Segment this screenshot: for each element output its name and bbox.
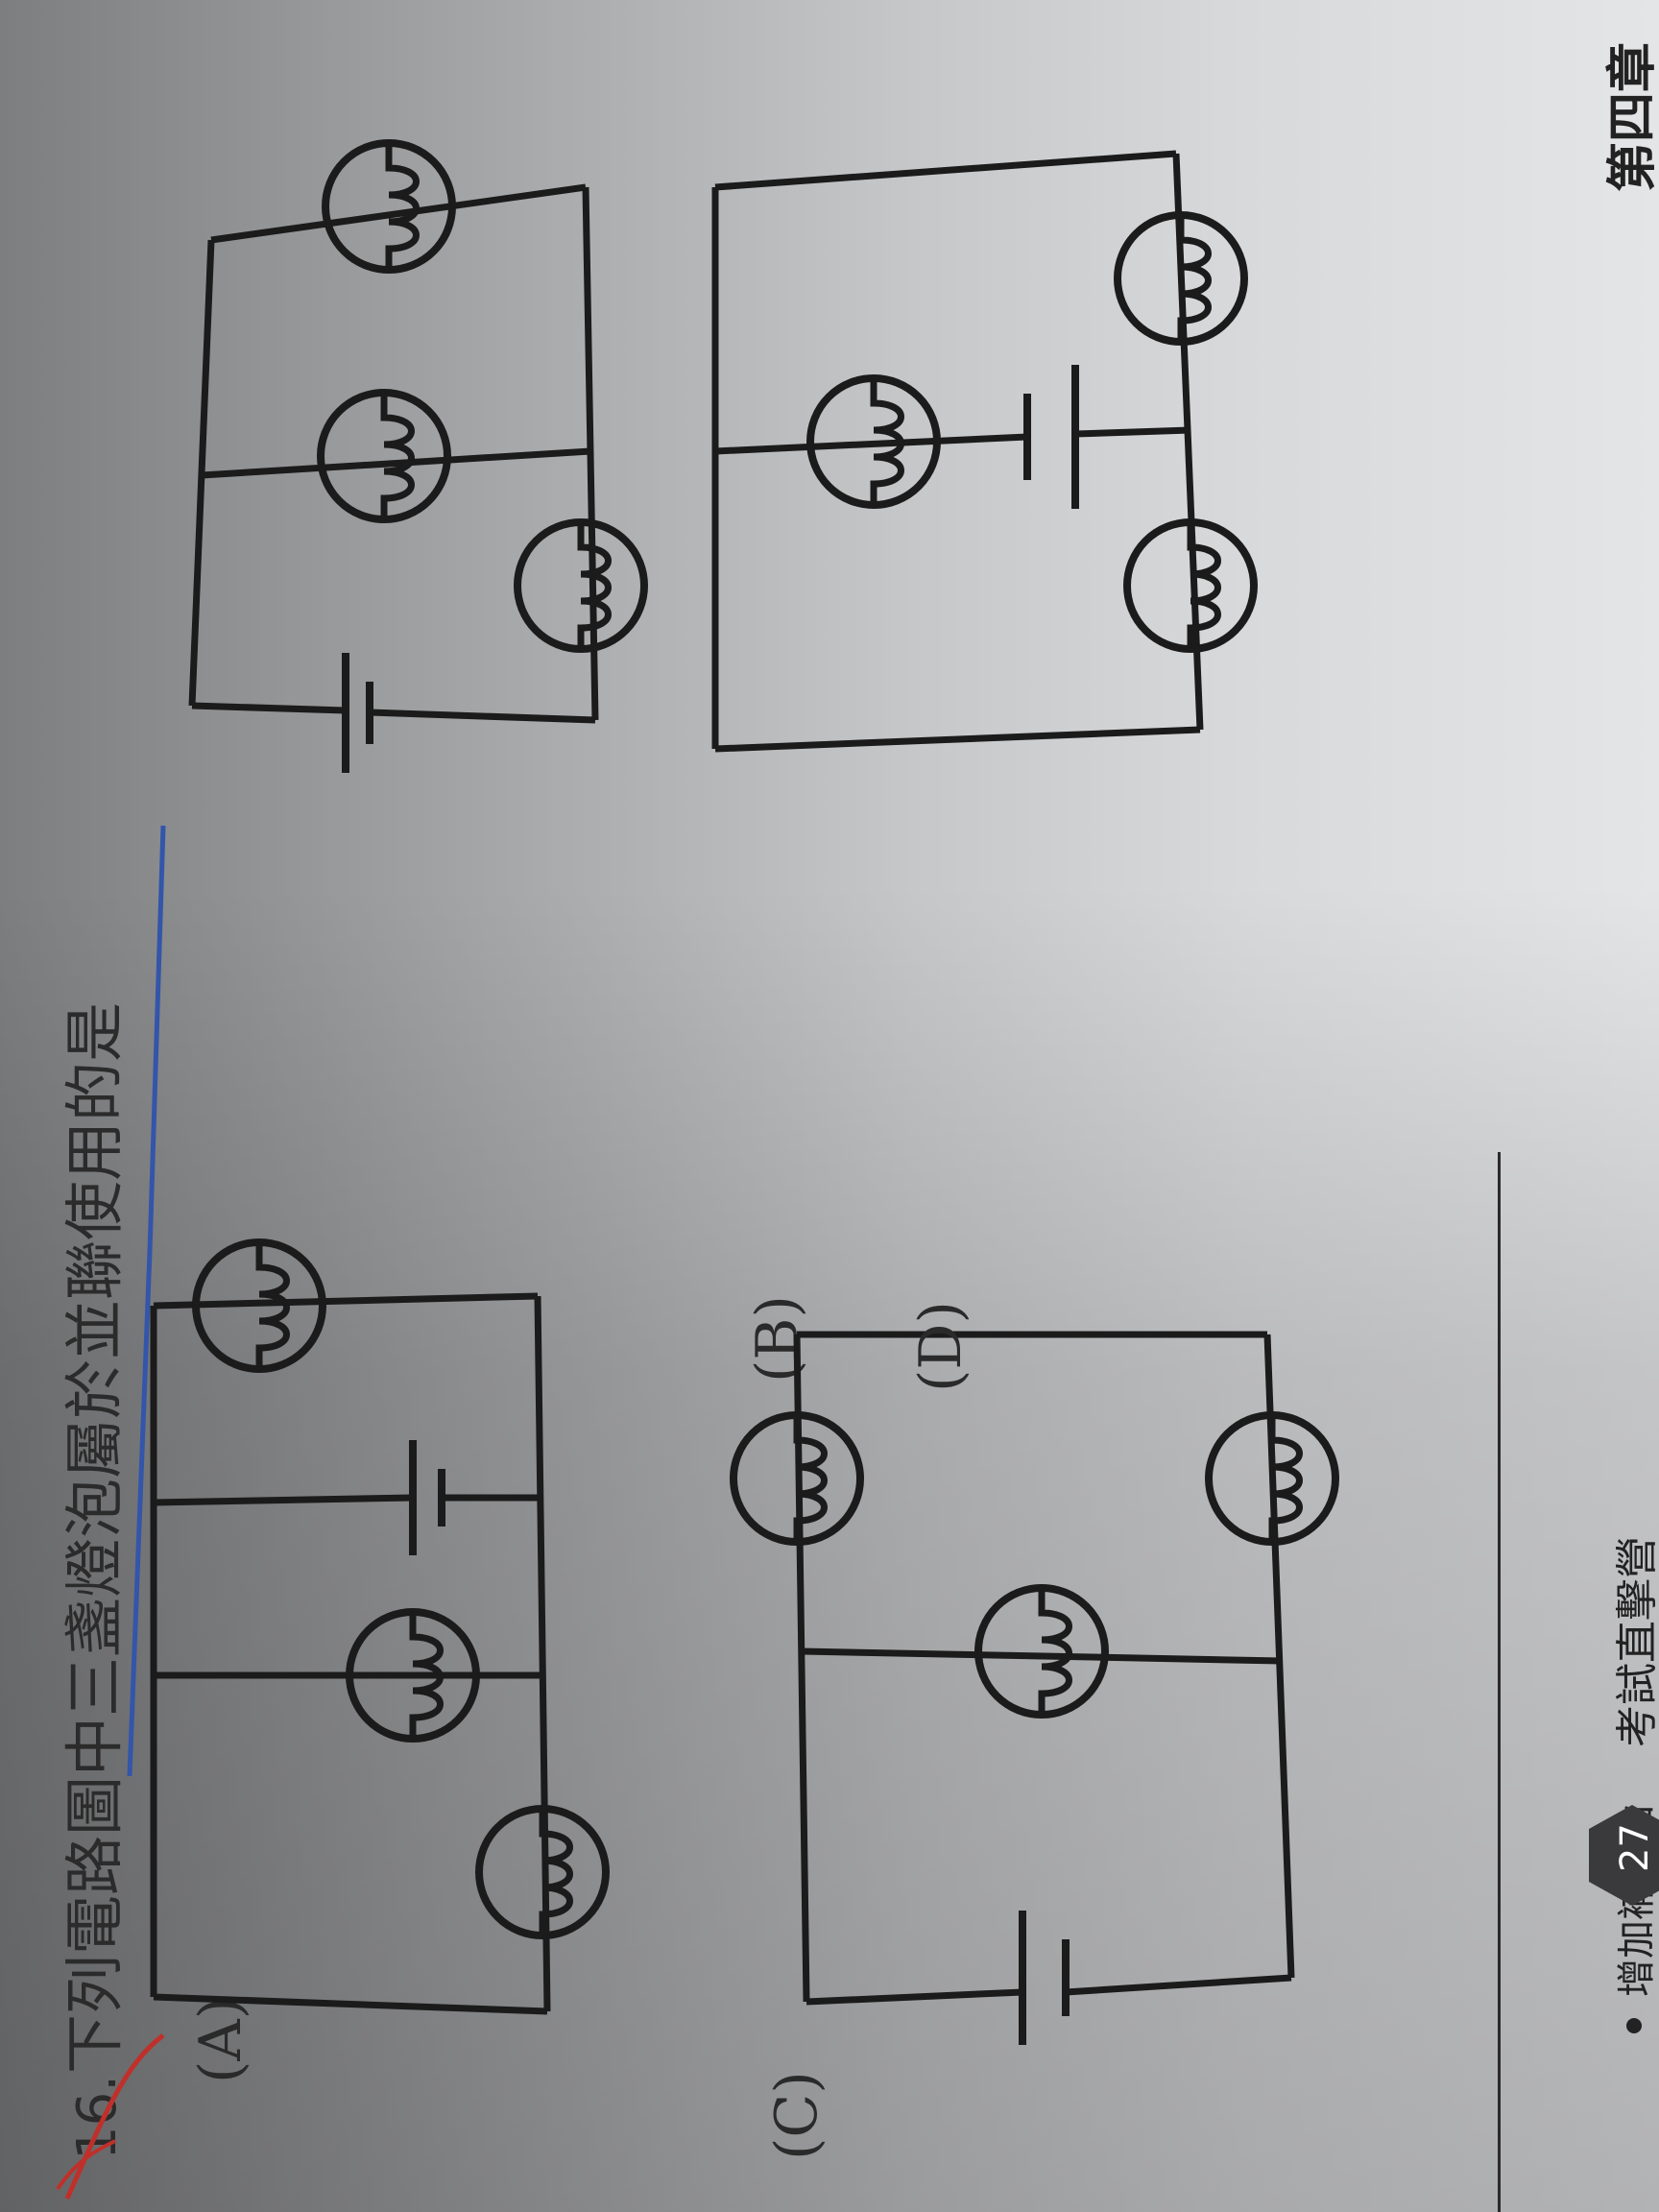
circuit-d-wire [714,150,1177,191]
chapter-label: 第四章 [1604,42,1659,192]
svg-text:(A): (A) [187,1997,254,2083]
circuit-d-bulb-left [1127,522,1254,649]
option-d-label: (D) [907,1301,974,1392]
circuit-b-bulb-middle [321,393,447,519]
footer-right-text: 考試直擊營 [1613,1536,1659,1747]
circuit-b-wire [210,183,587,244]
footer-dot [1626,2018,1642,2033]
blue-underline [127,825,166,1777]
svg-text:(C): (C) [763,2071,830,2160]
circuit-c-wire [1065,1974,1292,1996]
option-a-label: (A) [187,1997,254,2083]
circuit-c-wire [793,1334,810,2003]
svg-text:考試直擊營: 考試直擊營 [1613,1536,1659,1747]
circuit-a-wire [153,1292,539,1310]
option-b-label: (B) [744,1295,811,1382]
circuit-a-wire [153,1494,414,1506]
circuit-c-bulb-middle [978,1588,1105,1715]
svg-text:(B): (B) [744,1295,811,1382]
circuit-b-wire [201,447,591,479]
question-block: 16. 下列電路圖中三盞燈泡屬於並聯使用的是 [60,1002,130,2160]
page-number-badge [1589,1805,1659,1906]
option-c-label: (C) [763,2071,830,2160]
circuit-a-wire [153,1993,548,2015]
circuit-b-wire [369,709,596,724]
circuit-d-wire [714,726,1201,753]
circuit-b [188,183,599,773]
red-pen-mark [64,2033,165,2200]
circuit-b-bulb-bottom [517,522,644,649]
circuit-c-wire [805,1988,1023,2006]
svg-text:第四章: 第四章 [1604,42,1659,192]
circuit-b-wire [191,702,347,714]
circuit-a-wire [534,1295,551,2012]
circuit-d-wire [1172,153,1204,731]
circuit-d-wire [714,433,1028,455]
circuit-d [711,150,1204,753]
svg-text:27: 27 [1613,1823,1657,1872]
circuit-d-wire [1074,426,1191,438]
page-number: 27 [1613,1823,1657,1872]
red-pen-check [56,2139,116,2191]
svg-text:(D): (D) [907,1301,974,1392]
footer-rule [1498,1152,1501,2212]
question-text: 下列電路圖中三盞燈泡屬於並聯使用的是 [60,1002,130,2074]
circuit-c-wire [801,1647,1283,1665]
